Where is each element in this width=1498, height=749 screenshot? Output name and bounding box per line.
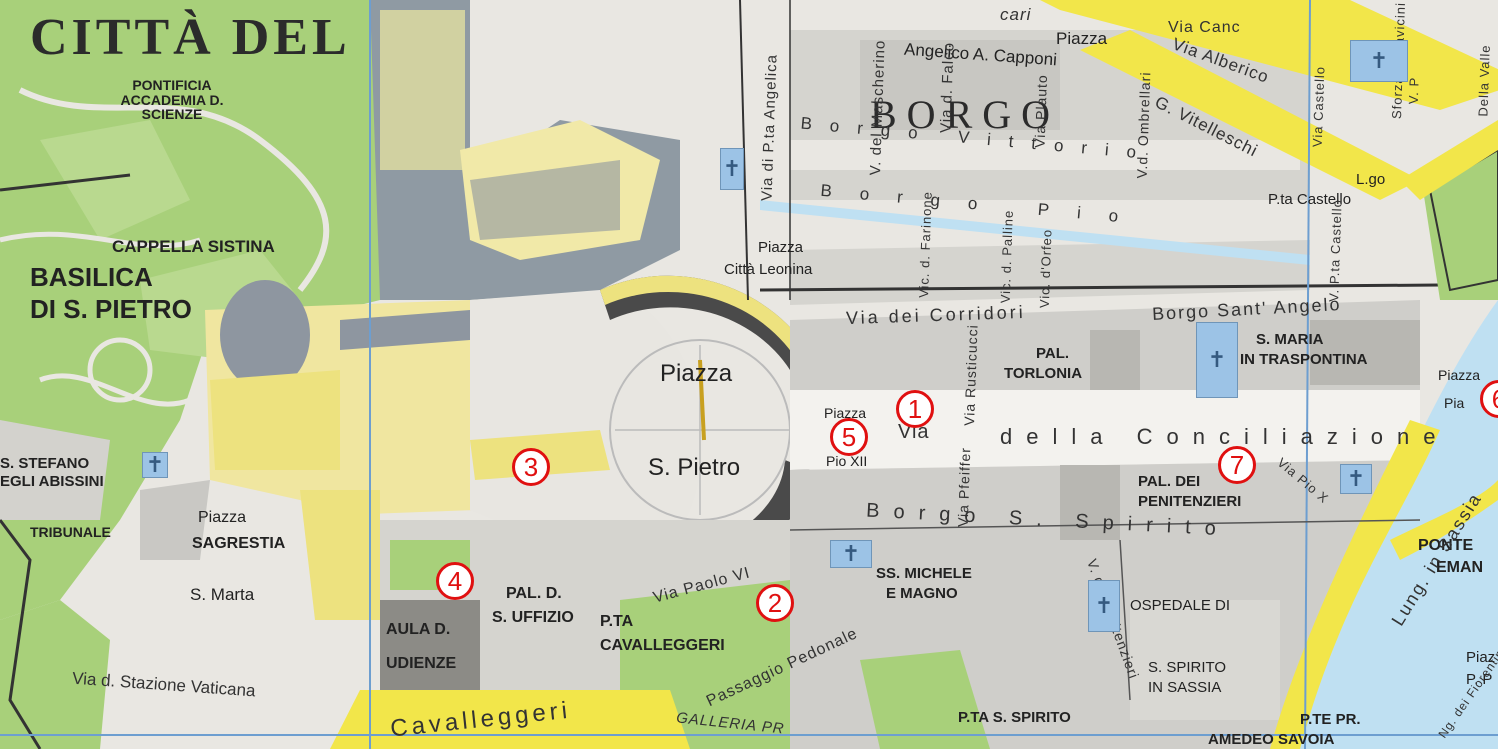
street-v-p: V. P <box>1405 76 1422 105</box>
marker-1[interactable]: 1 <box>896 390 934 428</box>
street-orfeo: Vic. d'Orfeo <box>1036 228 1055 309</box>
label-accademia: PONTIFICIA ACCADEMIA D. SCIENZE <box>120 77 224 123</box>
district-citta-del: CITTÀ DEL <box>30 9 351 66</box>
label-penitenzieri: PENITENZIERI <box>1138 493 1242 510</box>
street-pta-castello-v: V. P.ta Castello <box>1326 198 1345 303</box>
label-ponte: PONTE <box>1418 537 1474 554</box>
label-piazza-capponi: Piazza <box>1056 29 1108 48</box>
label-piazza-leonina: Piazza <box>758 239 804 256</box>
label-piazza-right: Piazza <box>1438 367 1481 383</box>
label-pal-dei: PAL. DEI <box>1138 473 1201 490</box>
label-citta-leonina: Città Leonina <box>724 261 813 278</box>
label-ss-michele: SS. MICHELE <box>876 565 972 582</box>
label-piazza-pio: Piazza <box>824 405 867 421</box>
church-icon: ✝ <box>1340 464 1372 494</box>
street-della-valle: Della Valle <box>1475 44 1493 117</box>
label-pte-pr: P.TE PR. <box>1300 711 1361 728</box>
marker-5[interactable]: 5 <box>830 418 868 456</box>
street-castello-v: Via Castello <box>1309 65 1328 148</box>
label-pp-br: P. P <box>1466 671 1493 688</box>
marker-7[interactable]: 7 <box>1218 446 1256 484</box>
street-conciliazione: della Conciliazione <box>1000 424 1450 449</box>
label-pta-castello: P.ta Castello <box>1268 191 1352 208</box>
label-s-uffizio: S. UFFIZIO <box>492 609 574 626</box>
street-ombrellari: V.d. Ombrellari <box>1133 71 1154 179</box>
label-pio-xii: Pio XII <box>826 453 868 469</box>
label-piaz-br: Piaz <box>1466 649 1496 666</box>
marker-3[interactable]: 3 <box>512 448 550 486</box>
church-icon: ✝ <box>1350 40 1408 82</box>
label-pal-torlonia-2: TORLONIA <box>1004 365 1083 382</box>
label-basilica: BASILICA <box>30 262 153 292</box>
church-icon: ✝ <box>1088 580 1120 632</box>
label-eman: EMAN <box>1436 559 1484 576</box>
label-in-sassia: IN SASSIA <box>1148 679 1222 696</box>
marker-4[interactable]: 4 <box>436 562 474 600</box>
label-s-pietro: S. Pietro <box>648 454 741 481</box>
label-pta: P.TA <box>600 613 634 630</box>
district-borgo: BORGO <box>870 92 1061 137</box>
label-amedeo: AMEDEO SAVOIA <box>1208 731 1335 748</box>
label-tribunale: TRIBUNALE <box>30 524 111 540</box>
label-s-maria: S. MARIA <box>1256 331 1324 348</box>
label-ospedale: OSPEDALE DI <box>1130 597 1231 614</box>
label-s-stefano: S. STEFANO <box>0 455 90 472</box>
label-porta-spirito: P.TA S. SPIRITO <box>958 709 1071 726</box>
label-sagrestia: SAGRESTIA <box>192 535 286 552</box>
church-icon: ✝ <box>1196 322 1238 398</box>
label-cappella-sistina: CAPPELLA SISTINA <box>112 237 275 256</box>
label-abissini: EGLI ABISSINI <box>0 473 104 490</box>
label-pal-torlonia-1: PAL. <box>1036 345 1070 362</box>
label-e-magno: E MAGNO <box>886 585 958 602</box>
label-pal-d: PAL. D. <box>506 585 562 602</box>
church-icon: ✝ <box>720 148 744 190</box>
street-rusticucci: Via Rusticucci <box>961 323 981 427</box>
street-plauto: Via Plauto <box>1031 73 1051 149</box>
label-lgo: L.go <box>1356 171 1386 188</box>
label-udienze: UDIENZE <box>386 655 457 672</box>
label-pia-right: Pia <box>1444 395 1465 411</box>
street-farinone: Vic. d. Farinone <box>916 190 935 299</box>
marker-2[interactable]: 2 <box>756 584 794 622</box>
label-piazza-sp: Piazza <box>660 360 733 387</box>
label-aula: AULA D. <box>386 621 451 638</box>
street-pfeiffer: Via Pfeiffer <box>954 446 974 528</box>
label-di-s-pietro: DI S. PIETRO <box>30 294 192 324</box>
street-palline: Vic. d. Palline <box>997 209 1016 304</box>
street-falco: Via d. Falco <box>937 41 958 134</box>
label-s-marta: S. Marta <box>190 585 255 604</box>
church-icon: ✝ <box>142 452 168 478</box>
label-cavalleggeri: CAVALLEGGERI <box>600 637 725 654</box>
label-piazza-sagrestia: Piazza <box>198 509 247 526</box>
street-cari: cari <box>1000 5 1032 24</box>
label-s-spirito: S. SPIRITO <box>1148 659 1227 676</box>
church-icon: ✝ <box>830 540 872 568</box>
street-canc: Via Canc <box>1168 19 1241 36</box>
label-traspontina: IN TRASPONTINA <box>1240 351 1368 368</box>
